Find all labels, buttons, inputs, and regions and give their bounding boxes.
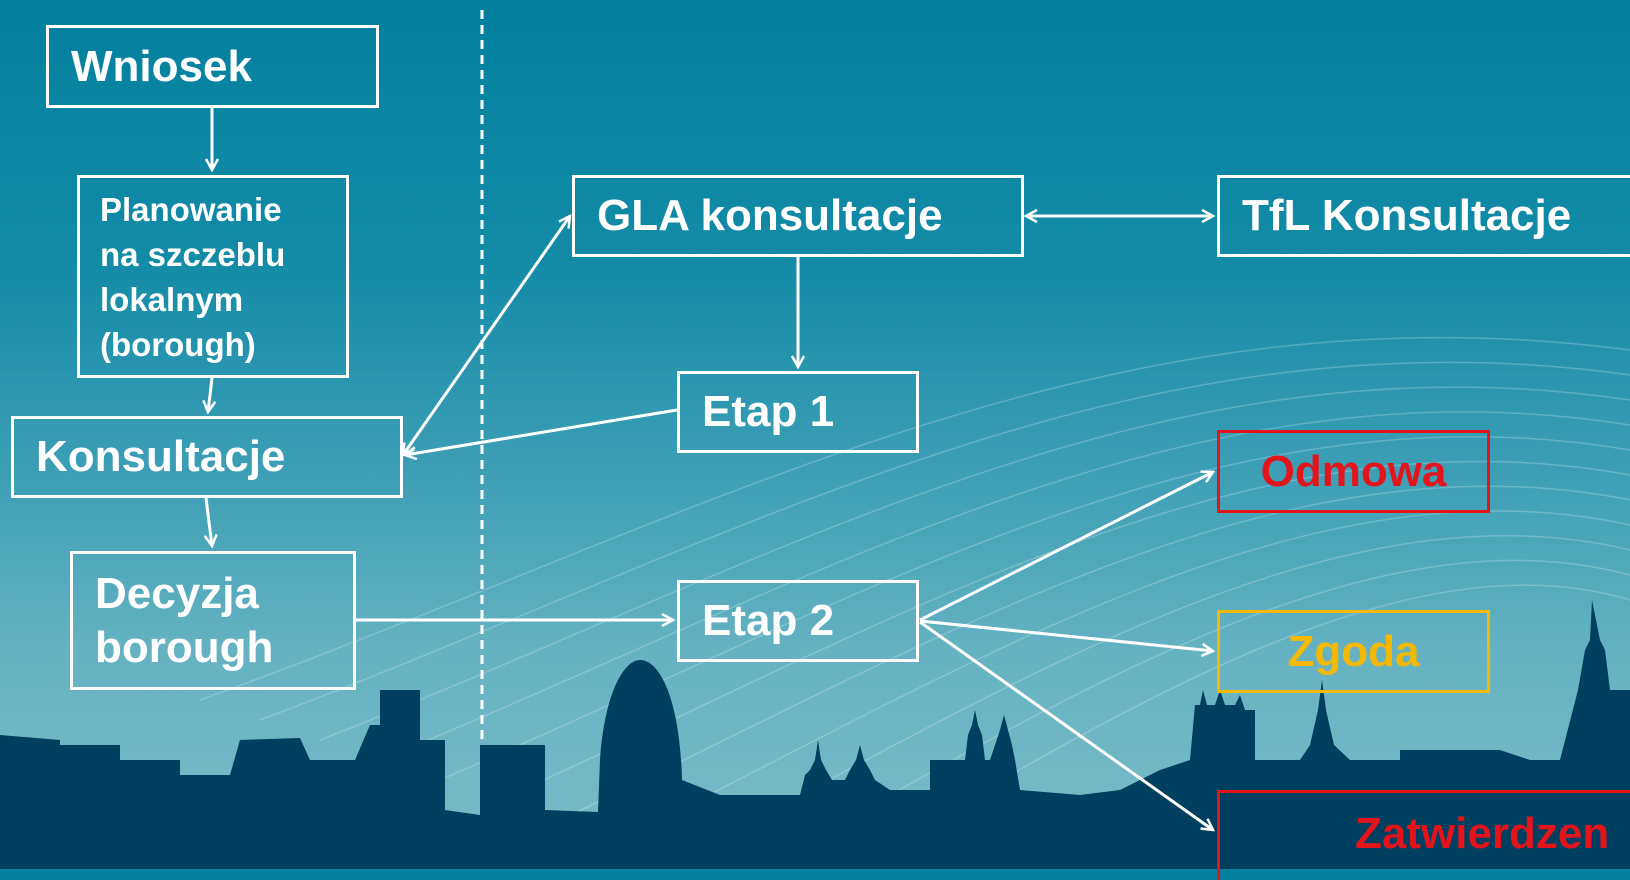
box-tfl-konsultacje: TfL Konsultacje: [1217, 175, 1630, 257]
london-skyline: [0, 600, 1630, 869]
box-wniosek-label: Wniosek: [71, 41, 252, 91]
box-etap2-label: Etap 2: [702, 596, 835, 645]
box-planowanie-label: Planowanie na szczeblu lokalnym (borough…: [100, 190, 286, 363]
box-zgoda-label: Zgoda: [1287, 626, 1420, 676]
box-wniosek: Wniosek: [46, 25, 379, 108]
box-decyzja: Decyzja borough: [70, 551, 356, 690]
box-planowanie: Planowanie na szczeblu lokalnym (borough…: [77, 175, 349, 378]
box-konsultacje: Konsultacje: [11, 416, 403, 498]
box-zgoda: Zgoda: [1217, 610, 1490, 693]
box-tfl-label: TfL Konsultacje: [1242, 191, 1572, 240]
box-decyzja-label: Decyzja borough: [95, 568, 274, 672]
box-gla-label: GLA konsultacje: [597, 191, 943, 240]
box-zatwierdzenie: Zatwierdzen: [1217, 790, 1630, 880]
box-odmowa: Odmowa: [1217, 430, 1490, 513]
box-konsultacje-label: Konsultacje: [36, 432, 286, 481]
box-etap1-label: Etap 1: [702, 387, 835, 436]
box-gla-konsultacje: GLA konsultacje: [572, 175, 1024, 257]
box-zatwierdzenie-label: Zatwierdzen: [1355, 809, 1610, 858]
box-etap-2: Etap 2: [677, 580, 919, 662]
box-etap-1: Etap 1: [677, 371, 919, 453]
box-odmowa-label: Odmowa: [1260, 446, 1447, 496]
